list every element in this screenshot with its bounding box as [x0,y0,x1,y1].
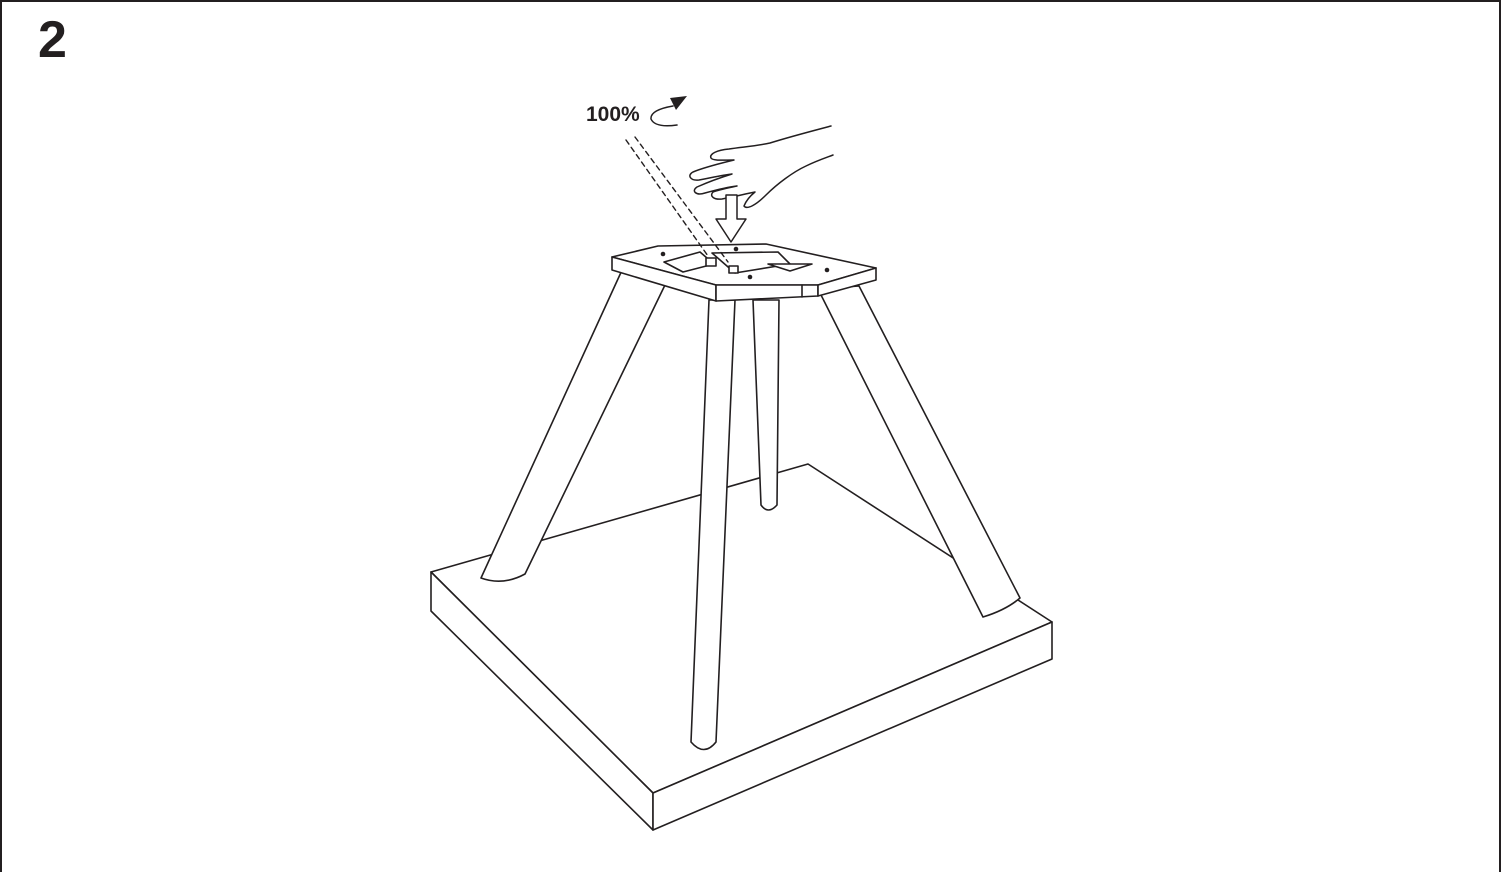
torque-leader-lines [625,136,729,263]
hand-icon [689,125,834,209]
step-number: 2 [38,11,67,69]
torque-label: 100% [586,103,640,126]
clockwise-rotation-arrow-icon [650,96,687,127]
tabletop-board [430,463,1053,831]
screw-holes [660,246,830,280]
table-leg-front [690,299,736,751]
leg-frame [611,243,877,302]
press-down-arrow-icon [715,194,747,243]
table-leg-right [817,285,1021,618]
table-leg-left [480,267,666,582]
table-leg-rear [752,299,780,511]
